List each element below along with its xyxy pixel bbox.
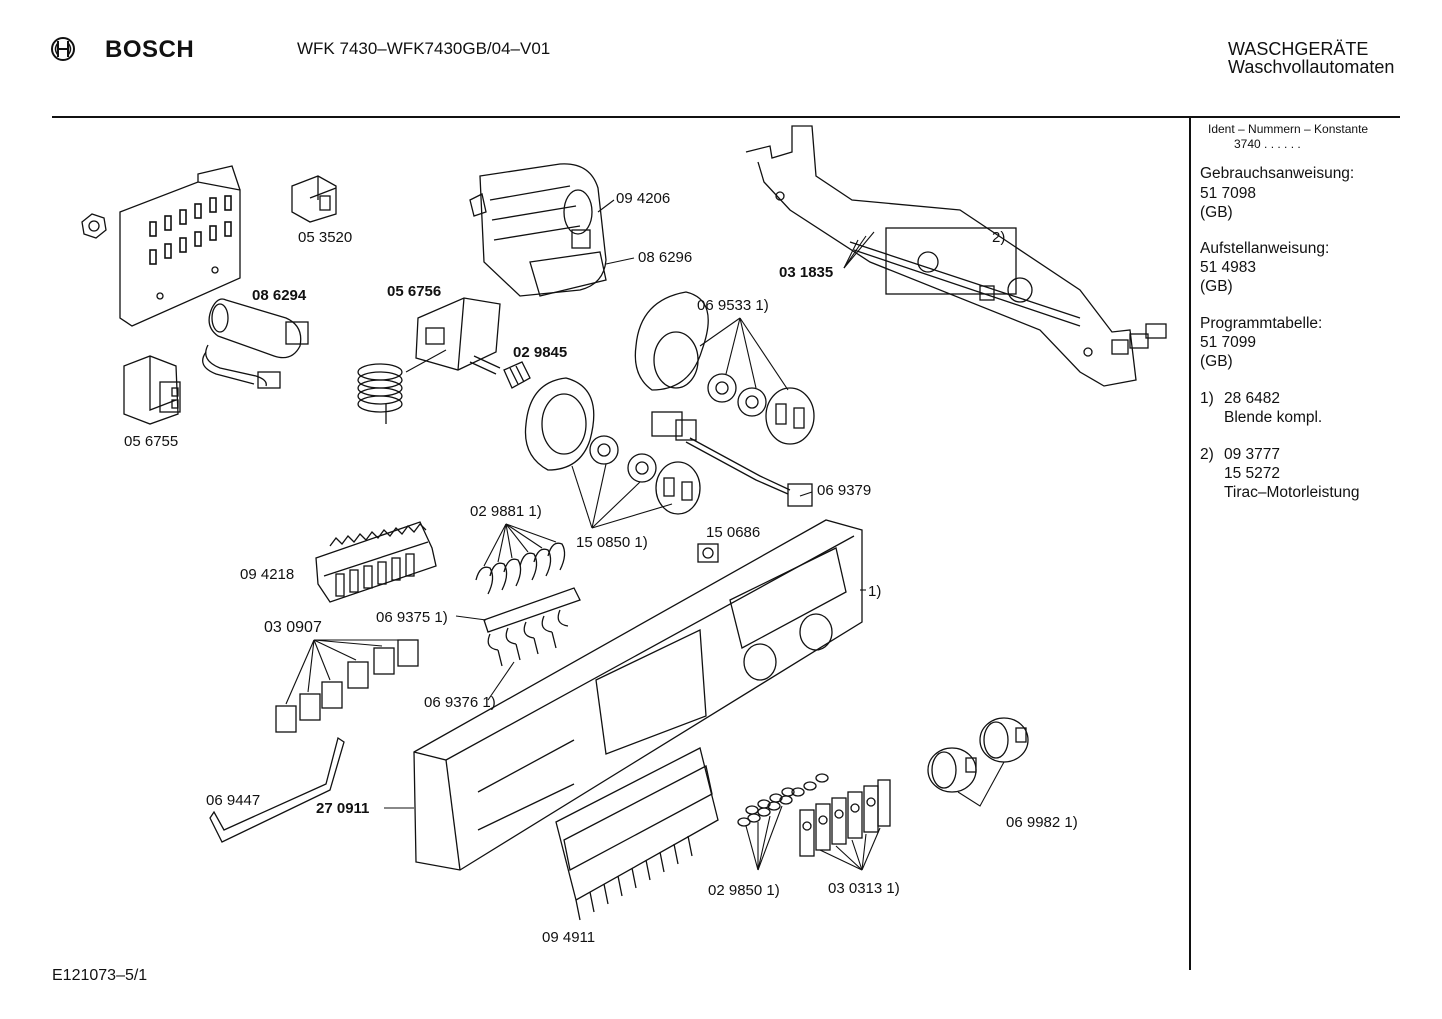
note1-number: 28 6482 (1224, 390, 1281, 407)
note2-number1: 09 3777 (1224, 446, 1281, 463)
note1-text: Blende kompl. (1224, 409, 1323, 426)
part-label-056756: 05 6756 (387, 283, 442, 300)
mounting-plate-part (119, 165, 241, 327)
part-label-note2-marker: 2) (992, 229, 1006, 246)
springs-part (737, 773, 829, 827)
program-switch-part (469, 163, 607, 297)
front-fascia-part (413, 519, 863, 871)
ident-title: Ident – Nummern – Konstante (1208, 122, 1369, 136)
rotary-knobs-part (927, 717, 1029, 793)
part-label-150850: 15 0850 1) (576, 534, 648, 551)
part-label-069375: 06 9375 1) (376, 609, 448, 626)
gebrauch-lang: (GB) (1200, 204, 1233, 221)
drawing-code: E121073–5/1 (52, 967, 148, 984)
aufstell-lang: (GB) (1200, 278, 1233, 295)
programm-label: Programmtabelle: (1200, 315, 1323, 332)
part-label-030907: 03 0907 (264, 619, 322, 636)
part-label-053520: 05 3520 (298, 229, 353, 246)
part-label-069982: 06 9982 1) (1006, 814, 1078, 831)
transformer-part (123, 355, 181, 425)
aufstell-number: 51 4983 (1200, 259, 1257, 276)
part-label-031835: 03 1835 (779, 264, 834, 281)
part-label-069376: 06 9376 1) (424, 694, 496, 711)
programm-lang: (GB) (1200, 353, 1233, 370)
part-label-030313: 03 0313 1) (828, 880, 900, 897)
terminal-block-part (315, 521, 437, 603)
part-label-270911: 27 0911 (316, 800, 370, 817)
switch-contacts-part (475, 542, 581, 667)
knob-bezel-upper-part (634, 291, 709, 391)
part-label-094218: 09 4218 (240, 566, 295, 583)
knob-insert-upper-part (765, 387, 815, 445)
part-label-029845: 02 9845 (513, 344, 568, 361)
bosch-logo (50, 36, 76, 67)
coupling-part (503, 361, 531, 389)
note2-number2: 15 5272 (1224, 465, 1281, 482)
ring-lower-part (589, 435, 657, 483)
part-label-094206: 09 4206 (616, 190, 671, 207)
note2-text: Tirac–Motorleistung (1224, 484, 1360, 501)
spring-coil-part (357, 363, 403, 424)
part-label-note1-marker: 1) (868, 583, 882, 600)
hose-part (209, 736, 345, 843)
part-label-094911: 09 4911 (542, 929, 596, 946)
knob-insert-lower-part (655, 461, 701, 515)
part-label-069447: 06 9447 (206, 792, 261, 809)
note1-marker: 1) (1200, 390, 1214, 407)
programm-number: 51 7099 (1200, 334, 1257, 351)
gebrauch-label: Gebrauchsanweisung: (1200, 165, 1355, 182)
part-label-029881: 02 9881 1) (470, 503, 542, 520)
part-label-150686: 15 0686 (706, 524, 761, 541)
brand-name: BOSCH (105, 36, 195, 63)
bracket-part (745, 125, 1167, 387)
note2-marker: 2) (1200, 446, 1214, 463)
timer-motor-part (415, 297, 501, 375)
leader-lines (285, 199, 1005, 871)
wire-connector-part (651, 411, 813, 507)
hex-nut-part (81, 213, 107, 239)
part-label-056755: 05 6755 (124, 433, 179, 450)
relay-part (291, 175, 337, 223)
part-label-086296: 08 6296 (638, 249, 693, 266)
slider-buttons-part (799, 779, 891, 857)
bosch-armature-icon (51, 37, 75, 61)
part-label-069379: 06 9379 (817, 482, 872, 499)
knob-bezel-lower-part (524, 377, 595, 471)
model-code: WFK 7430–WFK7430GB/04–V01 (297, 39, 551, 58)
category-subtitle: Waschvollautomaten (1228, 57, 1395, 77)
part-label-086294: 08 6294 (252, 287, 307, 304)
push-buttons-part (275, 639, 419, 733)
category-title: WASCHGERÄTE (1228, 39, 1369, 59)
gebrauch-number: 51 7098 (1200, 185, 1257, 202)
ring-upper-part (707, 373, 767, 417)
part-label-069533: 06 9533 1) (697, 297, 769, 314)
capacitor-part (202, 298, 309, 389)
lamp-holder-part (697, 543, 719, 563)
part-label-029850: 02 9850 1) (708, 882, 780, 899)
display-window-part (555, 747, 719, 921)
aufstell-label: Aufstellanweisung: (1200, 240, 1330, 257)
ident-value: 3740 . . . . . . (1234, 137, 1301, 151)
